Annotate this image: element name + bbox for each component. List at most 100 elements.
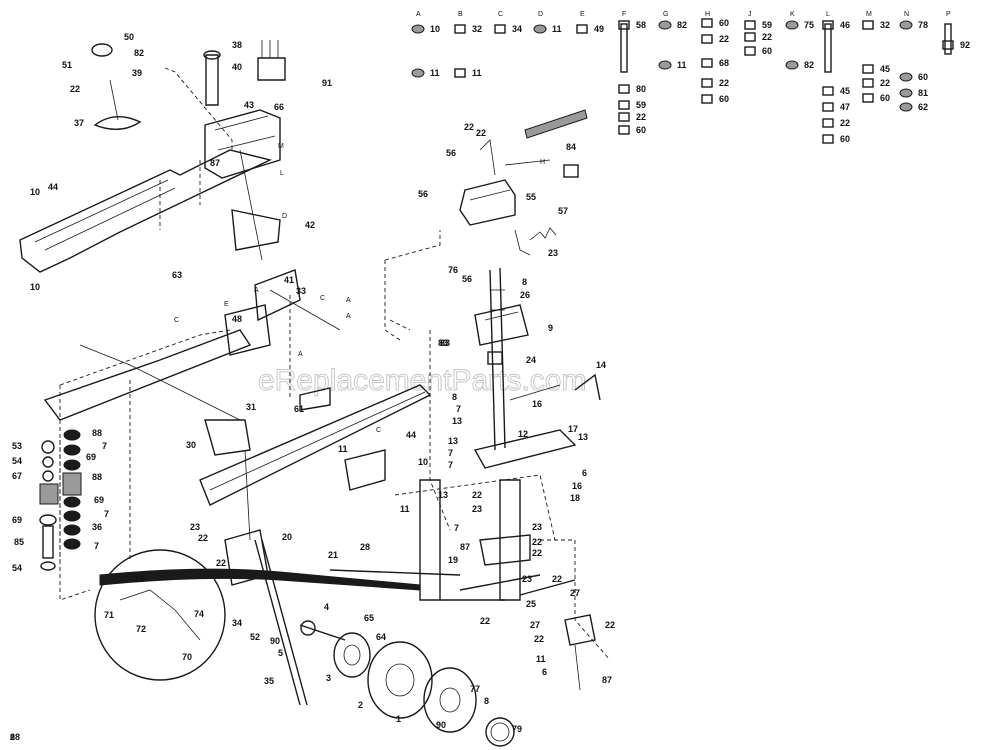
hardware-part-number: 11 bbox=[472, 68, 482, 78]
hardware-part-number: 11 bbox=[430, 68, 440, 78]
callout-label: 91 bbox=[322, 78, 332, 88]
callout-label: 10 bbox=[30, 187, 40, 197]
hardware-part-number: 49 bbox=[594, 24, 604, 34]
callout-label: 39 bbox=[132, 68, 142, 78]
callout-label: 53 bbox=[12, 441, 22, 451]
callout-label: H bbox=[540, 159, 545, 166]
hardware-group-letter: H bbox=[705, 11, 710, 18]
hardware-part-number: 62 bbox=[918, 102, 928, 112]
fastener-icon bbox=[618, 100, 630, 110]
callout-label: 19 bbox=[448, 555, 458, 565]
callout-label: 65 bbox=[364, 613, 374, 623]
fastener-icon bbox=[785, 20, 799, 30]
callout-label: 54 bbox=[12, 456, 22, 466]
callout-label: 3 bbox=[326, 673, 331, 683]
hardware-part-number: 81 bbox=[918, 88, 928, 98]
hardware-part-number: 75 bbox=[804, 20, 814, 30]
callout-label: 33 bbox=[296, 286, 306, 296]
hardware-part-number: 80 bbox=[636, 84, 646, 94]
callout-label: 18 bbox=[570, 493, 580, 503]
fastener-icon bbox=[744, 32, 756, 42]
hardware-part-number: 92 bbox=[960, 40, 970, 50]
callout-label: 28 bbox=[360, 542, 370, 552]
callout-label: 23 bbox=[548, 248, 558, 258]
hardware-group-letter: J bbox=[748, 11, 752, 18]
callout-label: 22 bbox=[532, 537, 542, 547]
callout-label: 52 bbox=[250, 632, 260, 642]
hardware-part-number: 45 bbox=[880, 64, 890, 74]
callout-label: 72 bbox=[136, 624, 146, 634]
hardware-part-number: 45 bbox=[840, 86, 850, 96]
callout-label: 25 bbox=[526, 599, 536, 609]
hardware-group-letter: E bbox=[580, 11, 585, 18]
callout-label: 16 bbox=[572, 481, 582, 491]
hardware-part-number: 10 bbox=[430, 24, 440, 34]
callout-label: 48 bbox=[232, 314, 242, 324]
callout-label: 63 bbox=[172, 270, 182, 280]
callout-label: C bbox=[174, 317, 179, 324]
callout-label: 82 bbox=[134, 48, 144, 58]
callout-label: 69 bbox=[86, 452, 96, 462]
callout-label: C bbox=[376, 427, 381, 434]
hardware-part-number: 22 bbox=[840, 118, 850, 128]
hardware-part-number: 60 bbox=[918, 72, 928, 82]
hardware-part-number: 58 bbox=[636, 20, 646, 30]
hardware-part-number: 78 bbox=[918, 20, 928, 30]
callout-label: 71 bbox=[104, 610, 114, 620]
callout-label: 7 bbox=[448, 460, 453, 470]
fastener-icon bbox=[411, 24, 425, 34]
callout-label: 6 bbox=[582, 468, 587, 478]
hardware-part-number: 11 bbox=[677, 60, 687, 70]
callout-label: 21 bbox=[328, 550, 338, 560]
fastener-icon bbox=[576, 24, 588, 34]
callout-label: 8 bbox=[484, 696, 489, 706]
fastener-icon bbox=[942, 40, 954, 50]
fastener-icon bbox=[744, 46, 756, 56]
fastener-icon bbox=[899, 72, 913, 82]
fastener-icon bbox=[701, 18, 713, 28]
callout-label: 90 bbox=[436, 720, 446, 730]
fastener-icon bbox=[862, 20, 874, 30]
callout-label: 83 bbox=[440, 338, 450, 348]
hardware-part-number: 47 bbox=[840, 102, 850, 112]
callout-label: 51 bbox=[62, 60, 72, 70]
fastener-icon bbox=[822, 86, 834, 96]
callout-label: 42 bbox=[305, 220, 315, 230]
fastener-icon bbox=[494, 24, 506, 34]
callout-label: 30 bbox=[186, 440, 196, 450]
callout-label: A bbox=[298, 351, 303, 358]
hardware-group-letter: G bbox=[663, 11, 668, 18]
callout-label: 22 bbox=[552, 574, 562, 584]
callout-label: 37 bbox=[74, 118, 84, 128]
hardware-group-letter: K bbox=[790, 11, 795, 18]
hardware-group-letter: A bbox=[416, 11, 421, 18]
fastener-icon bbox=[701, 94, 713, 104]
callout-label: 70 bbox=[182, 652, 192, 662]
callout-label: 10 bbox=[30, 282, 40, 292]
fastener-icon bbox=[658, 20, 672, 30]
callout-label: 22 bbox=[70, 84, 80, 94]
hardware-part-number: 60 bbox=[880, 93, 890, 103]
callout-label: 44 bbox=[406, 430, 416, 440]
callout-label: 69 bbox=[12, 515, 22, 525]
hardware-group-letter: N bbox=[904, 11, 909, 18]
fastener-icon bbox=[701, 78, 713, 88]
bolt-shank-icon bbox=[824, 23, 832, 73]
fastener-icon bbox=[454, 68, 466, 78]
callout-label: 69 bbox=[94, 495, 104, 505]
callout-label: 41 bbox=[284, 275, 294, 285]
callout-label: F bbox=[10, 735, 14, 742]
callout-label: 7 bbox=[102, 441, 107, 451]
fastener-icon bbox=[618, 84, 630, 94]
callout-label: F bbox=[10, 735, 14, 742]
hardware-group-letter: D bbox=[538, 11, 543, 18]
fastener-icon bbox=[822, 134, 834, 144]
fastener-icon bbox=[822, 118, 834, 128]
callout-label: 13 bbox=[448, 436, 458, 446]
hardware-group-letter: L bbox=[826, 11, 830, 18]
callout-label: 7 bbox=[454, 523, 459, 533]
callout-label: 22 bbox=[480, 616, 490, 626]
fastener-icon bbox=[618, 20, 630, 30]
callout-label: 74 bbox=[194, 609, 204, 619]
